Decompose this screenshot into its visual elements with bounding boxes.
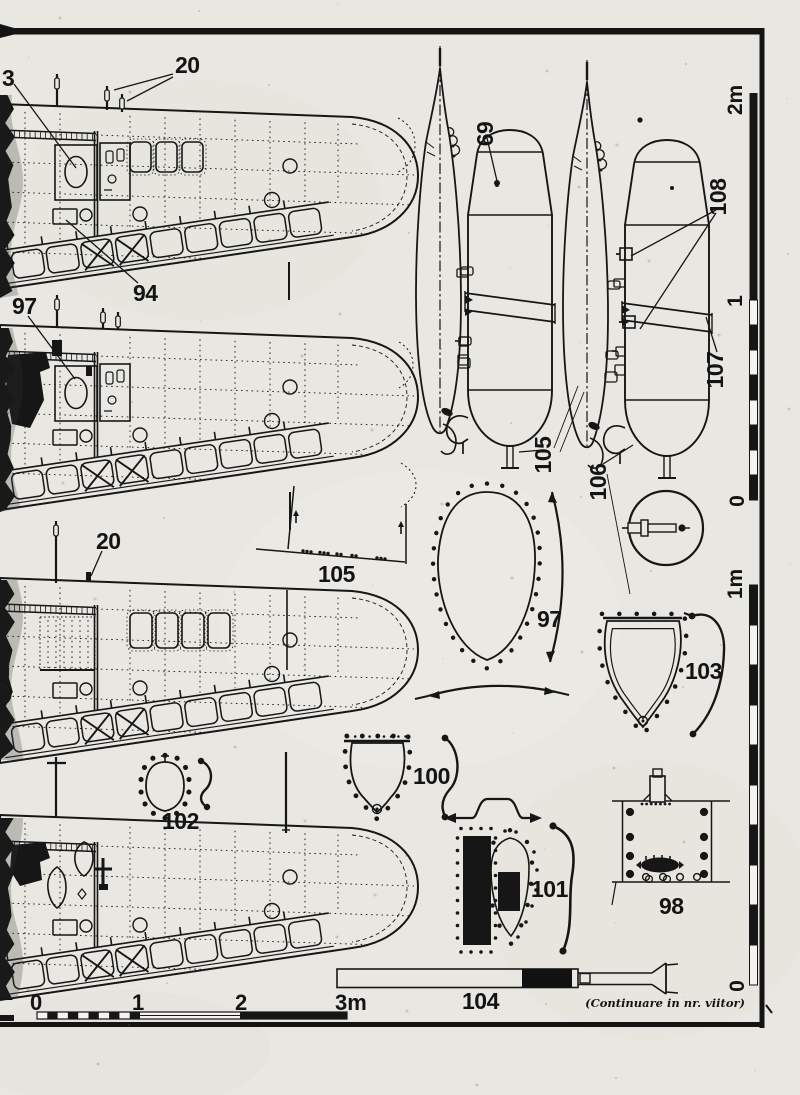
part-label-97-oval: 97: [537, 606, 562, 632]
float-side-view: [562, 60, 621, 469]
leader-lines: [13, 73, 718, 595]
dot-rings: [138, 481, 689, 946]
bottom-scale-2: 2: [235, 990, 247, 1015]
detail-parts: [161, 485, 730, 995]
part-label-98: 98: [659, 893, 684, 919]
bottom-scale-1: 1: [132, 990, 144, 1015]
part-label-101: 101: [531, 876, 569, 902]
part-103-shape: [603, 620, 682, 729]
ruler-upper-2m-label: 2m: [724, 85, 747, 115]
part-label-100: 100: [413, 763, 450, 789]
part-label-97-wing: 97: [12, 293, 37, 319]
part-label-106: 106: [585, 464, 611, 501]
part-102-shape: [145, 761, 185, 812]
float-side-view: [415, 46, 474, 455]
float-drawings: [415, 46, 713, 479]
part-label-105-bracket: 105: [318, 561, 356, 587]
part-100-shape: [349, 742, 406, 814]
generated-linework: [0, 3, 791, 1087]
float-plan-view: [445, 129, 556, 469]
part-label-20-upper: 20: [175, 52, 200, 78]
drawing-frame: [0, 24, 773, 1028]
part-label-69: 69: [472, 122, 498, 147]
wing-plan-3: [0, 577, 419, 764]
ruler-upper-1-label: 1: [724, 295, 747, 307]
part-label-105-float: 105: [530, 436, 556, 474]
scale-rulers: [0, 93, 758, 1021]
bottom-scale-3m: 3m: [335, 990, 367, 1015]
float-plan-view: [602, 117, 713, 479]
part-101-shape: [490, 837, 530, 938]
part-label-94: 94: [133, 280, 158, 306]
part-label-108: 108: [705, 178, 731, 216]
part-97-oval-shape: [437, 491, 536, 661]
wing-overlays: [0, 74, 417, 1000]
ruler-upper-0-label: 0: [726, 495, 749, 507]
footer-note: (Continuare in nr. viitor): [585, 996, 745, 1010]
part-label-102: 102: [162, 808, 199, 834]
part-label-20-wing3: 20: [96, 528, 121, 554]
wing-plan-1: [0, 103, 419, 290]
wing-plan-4: [0, 814, 419, 1001]
ruler-lower-1m-label: 1m: [724, 569, 747, 599]
ruler-lower-0-label: 0: [726, 980, 749, 992]
bottom-scale-0: 0: [30, 990, 42, 1015]
part-label-103: 103: [685, 658, 722, 684]
labels: 3 20 94 97 20 105 102 100 101 98 104 97 …: [2, 52, 749, 1015]
part-label-3: 3: [2, 65, 14, 91]
part-label-104: 104: [462, 988, 500, 1014]
part-label-107: 107: [702, 352, 728, 389]
